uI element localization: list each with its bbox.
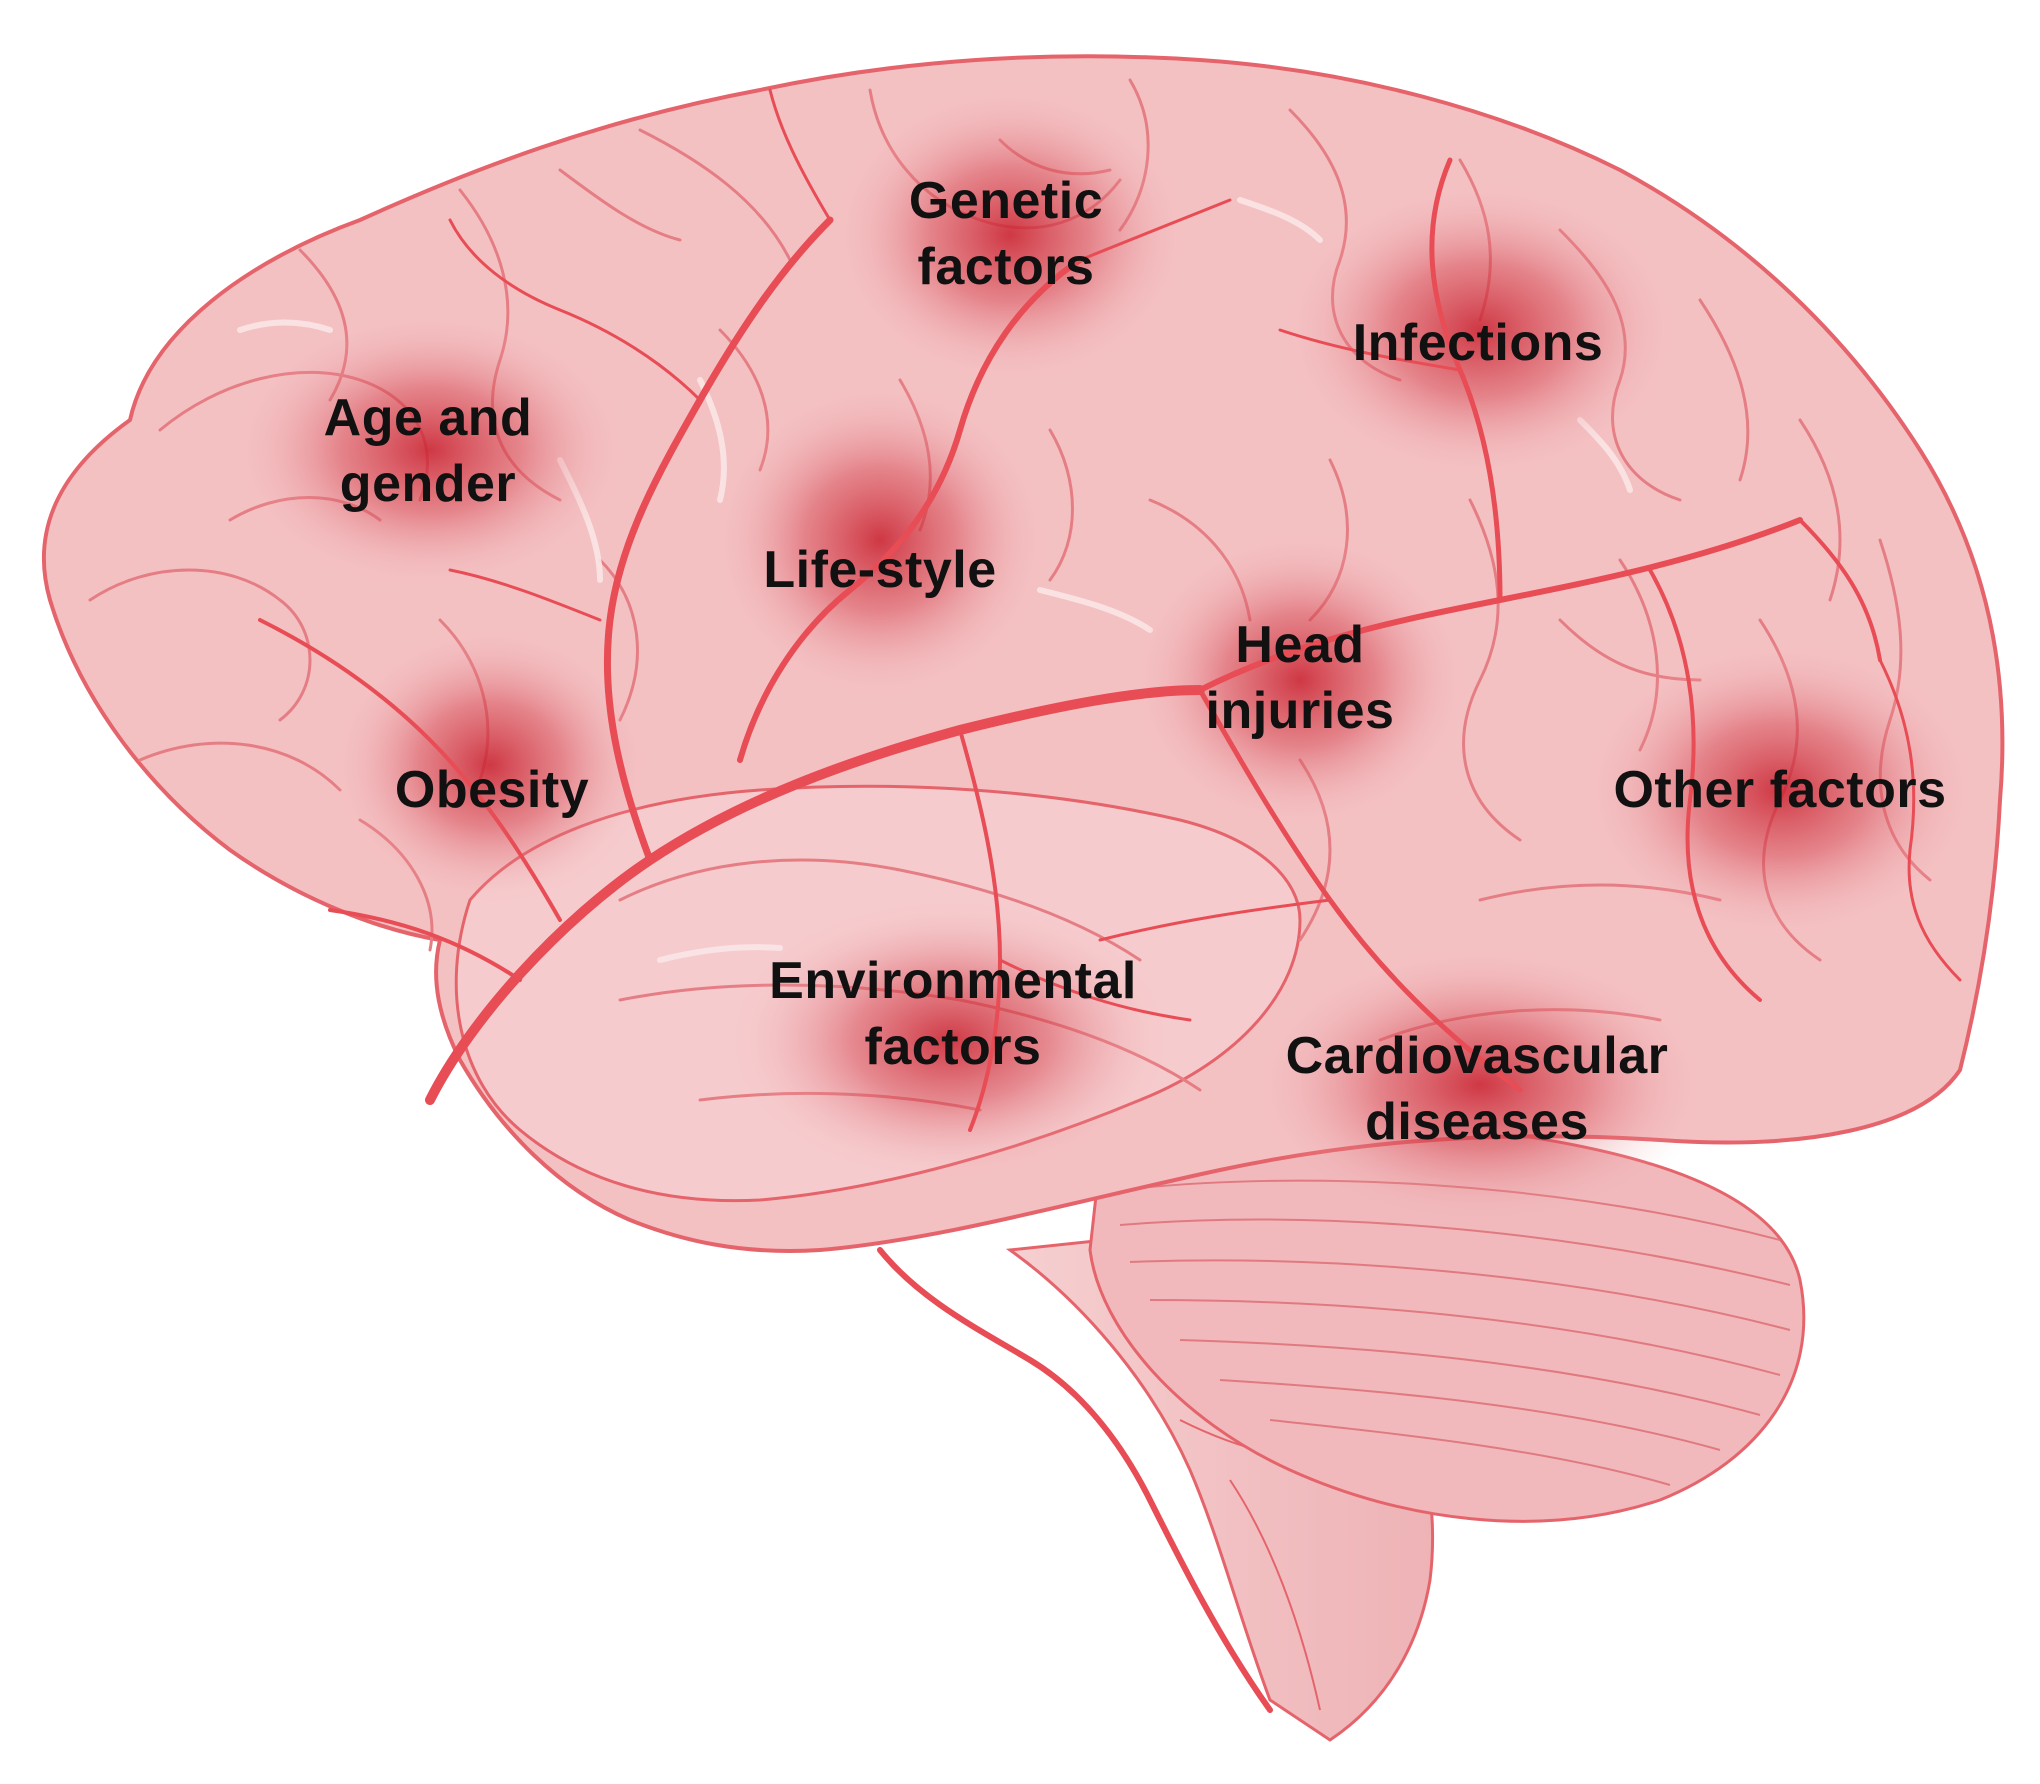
risk-factor-line: Infections — [1352, 314, 1604, 372]
risk-factor-obesity: Obesity — [395, 757, 589, 823]
risk-factor-line: Age and — [323, 389, 533, 447]
risk-factor-line: Cardiovascular — [1285, 1027, 1669, 1085]
risk-factor-line: Life-style — [763, 541, 997, 599]
risk-factor-infections: Infections — [1353, 310, 1604, 376]
brain-stem-ridge — [1229, 1479, 1321, 1711]
risk-factor-life-style: Life-style — [763, 537, 996, 603]
risk-factor-line: Genetic — [908, 172, 1104, 230]
risk-factor-genetic-factors: Genetic factors — [909, 168, 1103, 300]
hotspots — [230, 85, 1980, 1225]
cerebellum-folia — [1119, 1179, 1791, 1486]
risk-factor-cardiovascular-diseases: Cardiovascular diseases — [1286, 1023, 1669, 1155]
risk-factor-environmental-factors: Environmental factors — [769, 948, 1137, 1080]
risk-factor-line: injuries — [1205, 682, 1395, 740]
risk-factor-line: factors — [864, 1018, 1042, 1076]
risk-factor-line: Head — [1235, 616, 1365, 674]
risk-factor-line: Obesity — [394, 761, 590, 819]
risk-factor-line: factors — [917, 238, 1095, 296]
risk-factor-line: Environmental — [769, 952, 1137, 1010]
risk-factor-age-and-gender: Age and gender — [324, 385, 533, 517]
risk-factor-other-factors: Other factors — [1613, 757, 1946, 823]
risk-factor-line: gender — [339, 455, 517, 513]
risk-factor-line: diseases — [1365, 1093, 1589, 1151]
risk-factor-line: Other factors — [1613, 761, 1947, 819]
risk-factor-head-injuries: Head injuries — [1206, 612, 1395, 744]
blood-vessels — [258, 88, 1962, 1713]
